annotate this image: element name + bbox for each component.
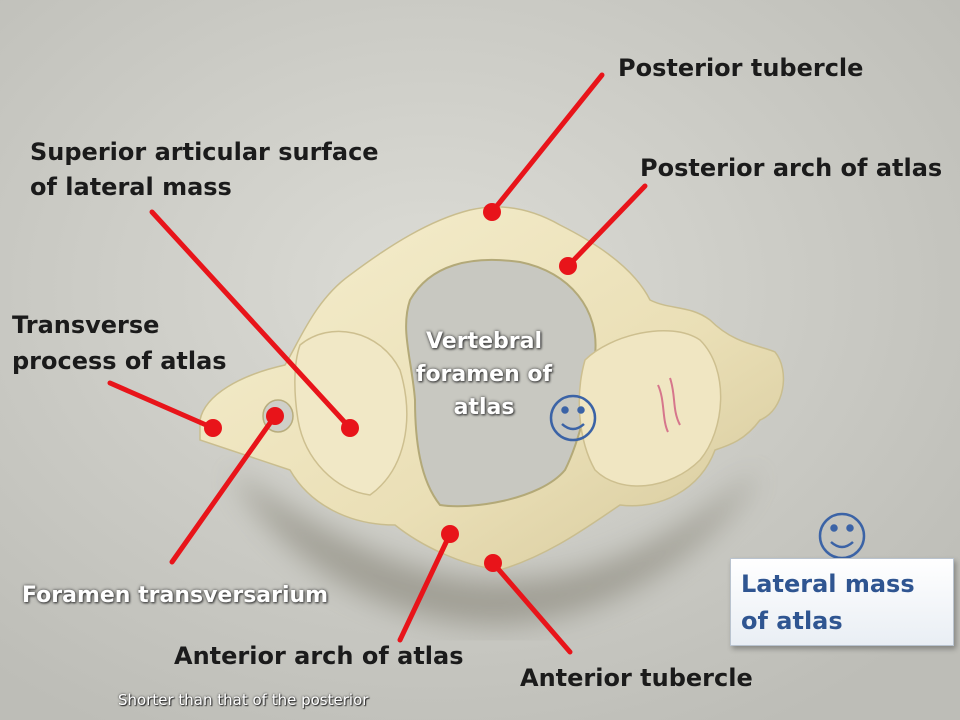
pointer-posterior-arch	[565, 183, 648, 269]
label-lateral-mass-line2: of atlas	[741, 607, 843, 635]
pointer-superior-articular	[149, 209, 353, 431]
label-lateral-mass-line1: Lateral mass	[741, 570, 915, 598]
pointer-lines	[107, 72, 648, 655]
label-superior-articular-line2: of lateral mass	[30, 173, 232, 201]
footnote-text: Shorter than that of the posterior	[118, 691, 369, 709]
bone-shadow	[230, 470, 760, 625]
label-posterior-arch: Posterior arch of atlas	[640, 154, 943, 182]
pointer-anterior-tubercle	[490, 560, 573, 655]
pointer-anterior-arch	[397, 531, 453, 643]
label-vertebral-line2: foramen of	[415, 362, 553, 387]
label-foramen-transversarium: Foramen transversarium	[22, 583, 329, 608]
label-vertebral-line1: Vertebral	[425, 329, 542, 354]
pointer-posterior-tubercle	[489, 72, 605, 215]
pointer-transverse-process	[107, 380, 216, 431]
label-anterior-arch: Anterior arch of atlas	[174, 642, 464, 670]
label-vertebral-line3: atlas	[453, 395, 515, 420]
label-transverse-line2: process of atlas	[12, 347, 227, 375]
atlas-bone	[199, 206, 785, 571]
label-posterior-tubercle: Posterior tubercle	[618, 54, 864, 82]
label-transverse-line1: Transverse	[12, 311, 160, 339]
pointer-foramen-transversarium	[169, 413, 278, 565]
label-anterior-tubercle: Anterior tubercle	[520, 664, 753, 692]
lateral-mass-callout: Lateral mass of atlas	[730, 558, 954, 646]
label-superior-articular-line1: Superior articular surface	[30, 138, 379, 166]
smiley-face-icon	[549, 394, 597, 442]
